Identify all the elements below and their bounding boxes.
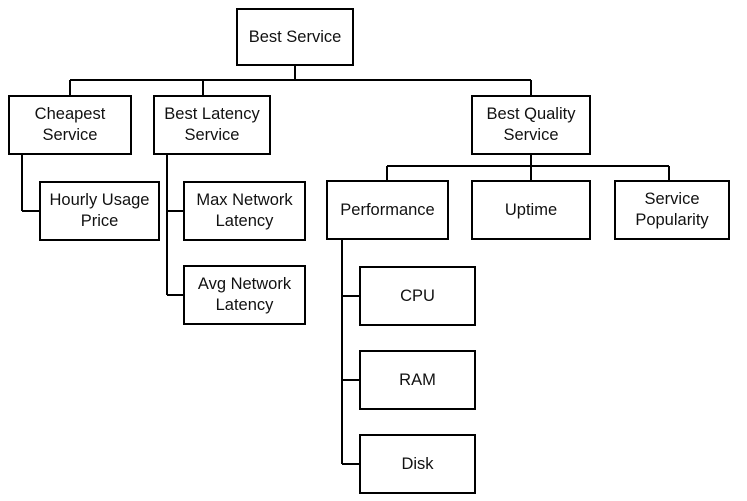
node-best-service: Best Service (236, 8, 354, 66)
node-hourly-usage-price: Hourly Usage Price (39, 181, 160, 241)
node-disk: Disk (359, 434, 476, 494)
node-performance: Performance (326, 180, 449, 240)
node-uptime: Uptime (471, 180, 591, 240)
node-ram: RAM (359, 350, 476, 410)
node-best-latency-service: Best Latency Service (153, 95, 271, 155)
node-cpu: CPU (359, 266, 476, 326)
node-max-network-latency: Max Network Latency (183, 181, 306, 241)
node-avg-network-latency: Avg Network Latency (183, 265, 306, 325)
node-service-popularity: Service Popularity (614, 180, 730, 240)
node-best-quality-service: Best Quality Service (471, 95, 591, 155)
node-cheapest-service: Cheapest Service (8, 95, 132, 155)
